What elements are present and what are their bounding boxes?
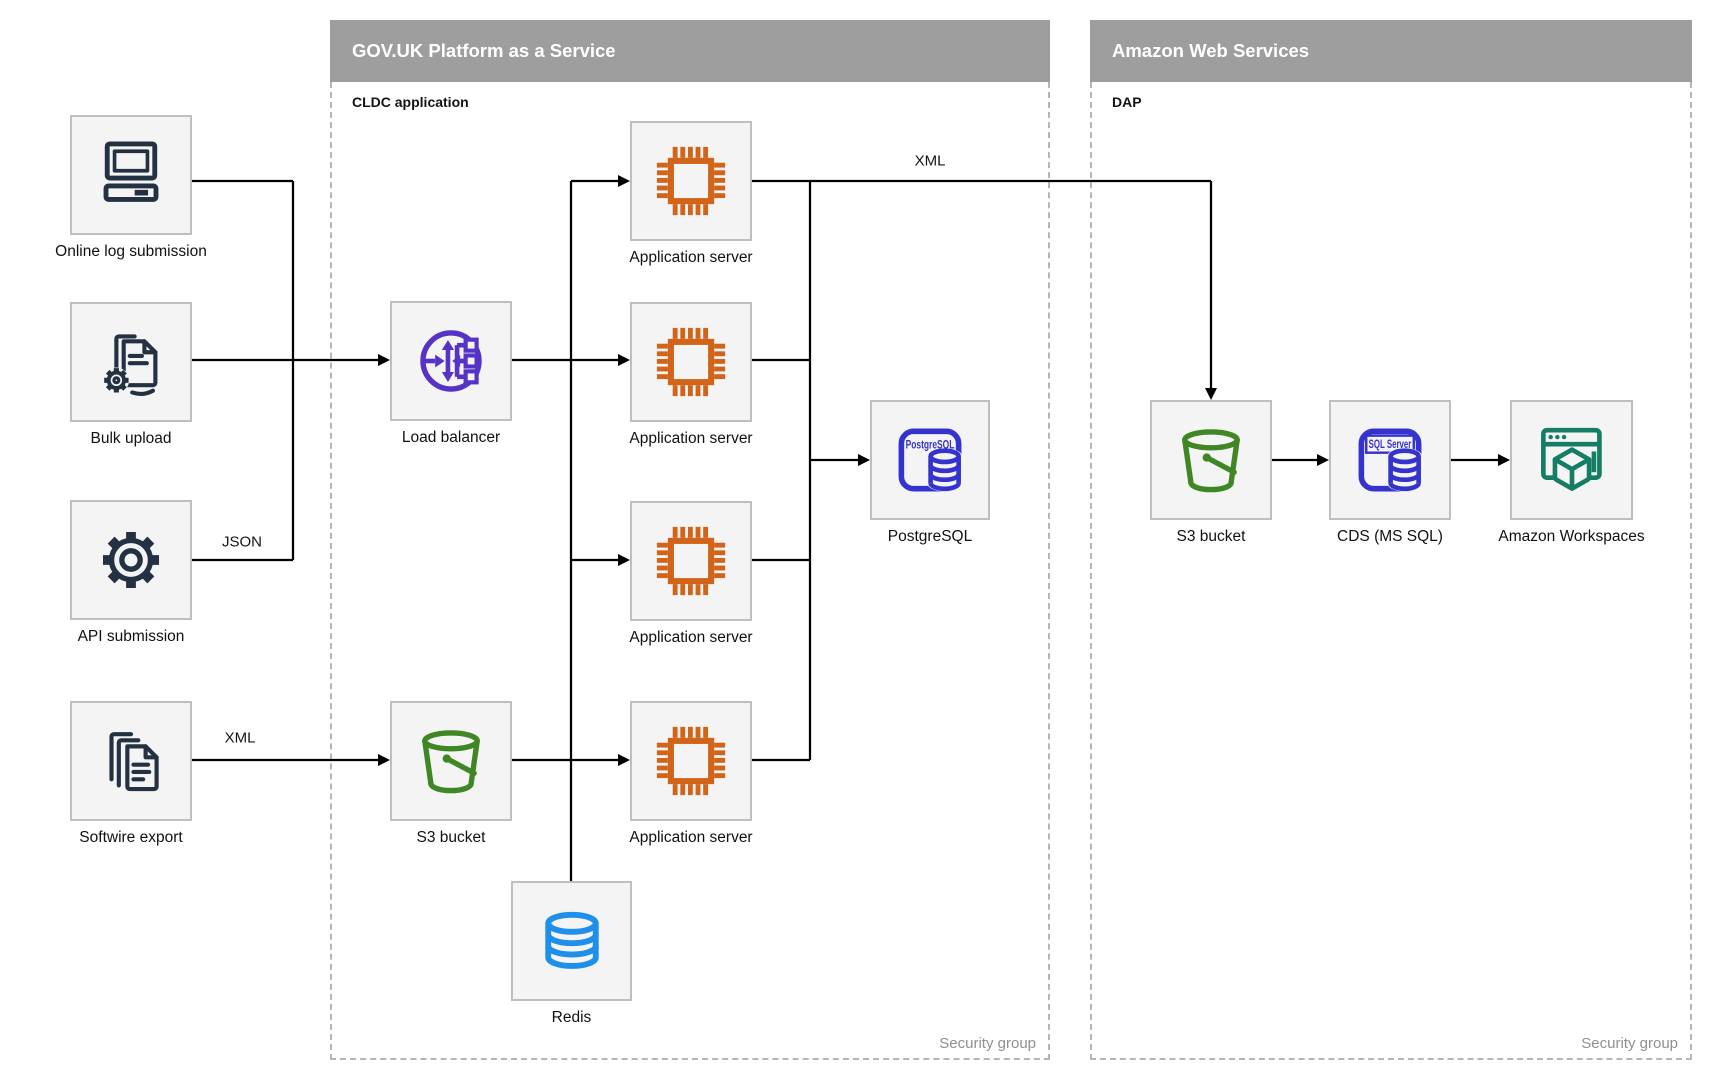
application-server-4-label: Application server <box>629 829 753 846</box>
amazon-workspaces-label: Amazon Workspaces <box>1498 528 1645 545</box>
node-bulk-upload: Bulk upload <box>70 302 192 447</box>
node-load-balancer: Load balancer <box>390 301 512 446</box>
documents-icon <box>92 722 170 800</box>
s3-bucket-icon <box>412 722 490 800</box>
node-application-server-3: Application server <box>629 501 753 646</box>
online-log-submission-box <box>70 115 192 235</box>
application-server-3-box <box>630 501 752 621</box>
postgresql-box: PostgreSQL <box>870 400 990 520</box>
s3-bucket-aws-label: S3 bucket <box>1176 528 1246 545</box>
node-application-server-1: Application server <box>629 121 753 266</box>
sql-server-icon-text: SQL Server <box>1369 439 1412 451</box>
application-server-2-label: Application server <box>629 430 753 447</box>
amazon-workspaces-box <box>1510 400 1633 520</box>
redis-label: Redis <box>551 1009 592 1026</box>
load-balancer-label: Load balancer <box>401 429 501 446</box>
region-aws-sublabel: DAP <box>1112 94 1142 110</box>
node-api-submission: API submission <box>70 500 192 645</box>
edge-label-xml-dap: XML <box>914 152 946 170</box>
chip-icon <box>652 522 730 600</box>
chip-icon <box>652 722 730 800</box>
api-submission-box <box>70 500 192 620</box>
s3-bucket-paas-box <box>390 701 512 821</box>
redis-box <box>511 881 632 1001</box>
chip-icon <box>652 142 730 220</box>
softwire-export-box <box>70 701 192 821</box>
sql-server-icon: SQL Server <box>1351 421 1429 499</box>
region-aws: Amazon Web Services DAP Security group <box>1090 20 1692 1060</box>
document-gear-icon <box>92 323 170 401</box>
cds-ms-sql-label: CDS (MS SQL) <box>1337 528 1443 545</box>
application-server-1-label: Application server <box>629 249 753 266</box>
bulk-upload-label: Bulk upload <box>90 430 172 447</box>
online-log-submission-label: Online log submission <box>55 243 207 260</box>
softwire-export-label: Softwire export <box>79 829 183 846</box>
s3-bucket-aws-box <box>1150 400 1272 520</box>
application-server-1-box <box>630 121 752 241</box>
node-s3-bucket-paas: S3 bucket <box>390 701 512 846</box>
region-govuk-paas-security-group-label: Security group <box>939 1035 1036 1052</box>
region-govuk-paas-header: GOV.UK Platform as a Service <box>330 20 1050 82</box>
postgresql-icon-text: PostgreSQL <box>906 437 955 451</box>
region-aws-border <box>1090 82 1692 1060</box>
postgresql-label: PostgreSQL <box>887 528 973 545</box>
chip-icon <box>652 323 730 401</box>
node-s3-bucket-aws: S3 bucket <box>1150 400 1272 545</box>
node-cds-ms-sql: SQL Server CDS (MS SQL) <box>1329 400 1451 545</box>
application-server-4-box <box>630 701 752 821</box>
workspaces-icon <box>1533 421 1611 499</box>
node-application-server-4: Application server <box>629 701 753 846</box>
node-softwire-export: Softwire export <box>70 701 192 846</box>
load-balancer-icon <box>412 322 490 400</box>
application-server-3-label: Application server <box>629 629 753 646</box>
region-aws-security-group-label: Security group <box>1581 1035 1678 1052</box>
gear-icon <box>92 521 170 599</box>
postgresql-icon: PostgreSQL <box>891 421 969 499</box>
computer-icon <box>92 136 170 214</box>
application-server-2-box <box>630 302 752 422</box>
region-govuk-paas-sublabel: CLDC application <box>352 94 469 110</box>
edge-label-xml-softwire: XML <box>224 729 256 747</box>
s3-bucket-paas-label: S3 bucket <box>416 829 486 846</box>
api-submission-label: API submission <box>77 628 185 645</box>
node-redis: Redis <box>511 881 632 1026</box>
cds-ms-sql-box: SQL Server <box>1329 400 1451 520</box>
node-online-log-submission: Online log submission <box>55 115 207 260</box>
edge-label-json: JSON <box>221 533 263 551</box>
load-balancer-box <box>390 301 512 421</box>
redis-icon <box>533 902 611 980</box>
node-amazon-workspaces: Amazon Workspaces <box>1498 400 1645 545</box>
node-postgresql: PostgreSQL PostgreSQL <box>870 400 990 545</box>
node-application-server-2: Application server <box>629 302 753 447</box>
bulk-upload-box <box>70 302 192 422</box>
s3-bucket-icon <box>1172 421 1250 499</box>
region-aws-header: Amazon Web Services <box>1090 20 1692 82</box>
